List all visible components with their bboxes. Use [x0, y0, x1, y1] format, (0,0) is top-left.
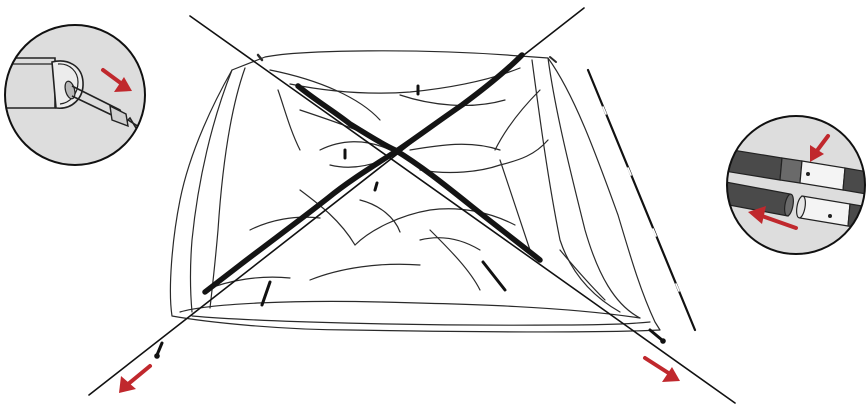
- detail-pole-separation: [713, 116, 867, 254]
- arrow-down-left-icon: [119, 366, 150, 393]
- detail-pole-removal: [0, 25, 160, 165]
- spare-pole: [588, 70, 695, 330]
- pole-tips: [154, 330, 666, 359]
- arrow-down-right-icon: [645, 358, 680, 382]
- tent-body: [170, 51, 660, 332]
- guide-lines: [89, 8, 735, 403]
